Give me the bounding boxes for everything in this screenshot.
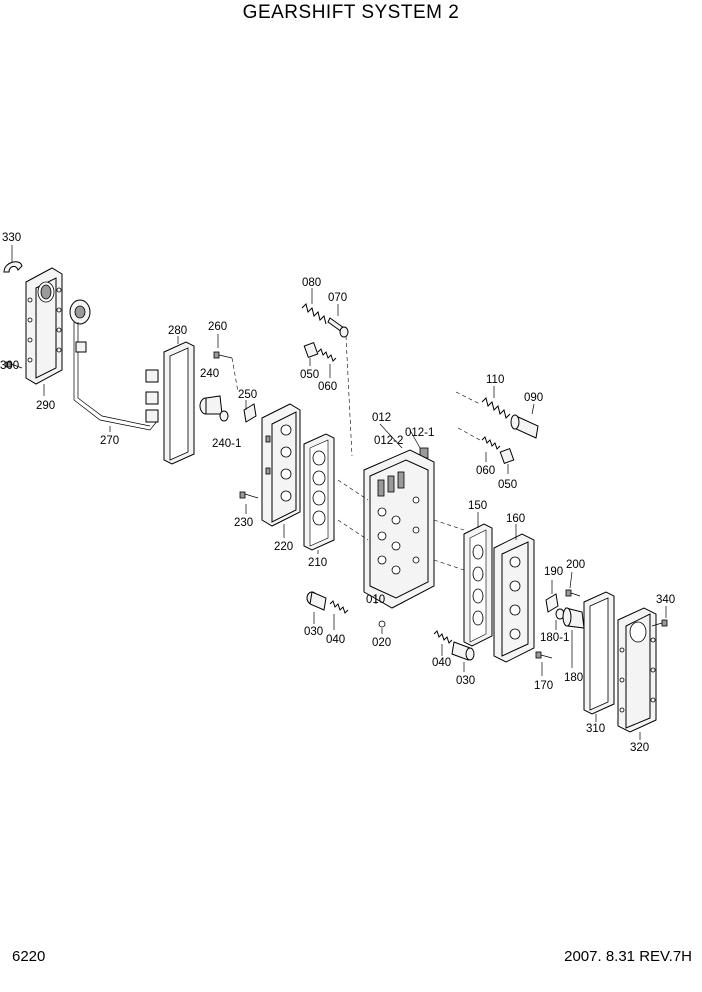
- label-012-2: 012-2: [374, 435, 403, 447]
- label-090: 090: [524, 392, 543, 404]
- part-040-spring-b: [433, 630, 453, 644]
- part-020-ball: [378, 620, 386, 628]
- label-240: 240: [200, 368, 219, 380]
- label-240-1: 240-1: [212, 438, 241, 450]
- part-220-valve-body: [261, 403, 301, 527]
- label-080: 080: [302, 277, 321, 289]
- part-060-spring-a: [317, 348, 337, 362]
- label-170: 170: [534, 680, 553, 692]
- label-220: 220: [274, 541, 293, 553]
- label-020: 020: [372, 637, 391, 649]
- label-230: 230: [234, 517, 253, 529]
- label-210: 210: [308, 557, 327, 569]
- part-180-plug: [555, 607, 585, 629]
- part-080-spring: [301, 303, 327, 325]
- label-180: 180: [564, 672, 583, 684]
- label-320: 320: [630, 742, 649, 754]
- part-050-cap-a: [303, 342, 319, 358]
- label-060-a: 060: [318, 381, 337, 393]
- label-270: 270: [100, 435, 119, 447]
- part-090-plug: [510, 414, 539, 439]
- label-010: 010: [366, 594, 385, 606]
- part-170-bolt: [535, 651, 553, 659]
- label-012-1: 012-1: [405, 427, 434, 439]
- part-040-spring-a: [329, 600, 349, 614]
- label-070: 070: [328, 292, 347, 304]
- part-250-clip: [243, 403, 257, 423]
- label-030-b: 030: [456, 675, 475, 687]
- label-050-a: 050: [300, 369, 319, 381]
- label-250: 250: [238, 389, 257, 401]
- label-150: 150: [468, 500, 487, 512]
- label-300: 300: [0, 360, 19, 372]
- page-number: 6220: [12, 948, 46, 965]
- label-012: 012: [372, 412, 391, 424]
- part-320-cover: [617, 607, 657, 733]
- label-200: 200: [566, 559, 585, 571]
- part-060-spring-b: [481, 436, 501, 450]
- part-030-plug-b: [451, 641, 475, 661]
- part-240-plug: [199, 395, 229, 422]
- part-070-pin: [327, 317, 349, 338]
- label-030-a: 030: [304, 626, 323, 638]
- label-310: 310: [586, 723, 605, 735]
- revision-date: 2007. 8.31 REV.7H: [564, 948, 692, 965]
- part-310-gasket: [583, 591, 615, 715]
- label-260: 260: [208, 321, 227, 333]
- part-260-bolt: [213, 351, 233, 359]
- part-270-harness: [69, 299, 159, 431]
- page-title: GEARSHIFT SYSTEM 2: [242, 2, 460, 23]
- label-180-1: 180-1: [540, 632, 569, 644]
- part-230-bolt: [239, 491, 259, 499]
- label-050-b: 050: [498, 479, 517, 491]
- part-200-bolt: [565, 589, 581, 597]
- part-300-bolt: [5, 361, 23, 369]
- part-210-gasket: [303, 433, 335, 551]
- label-290: 290: [36, 400, 55, 412]
- label-190: 190: [544, 566, 563, 578]
- label-160: 160: [506, 513, 525, 525]
- label-040-b: 040: [432, 657, 451, 669]
- label-060-b: 060: [476, 465, 495, 477]
- part-030-plug-a: [306, 591, 327, 611]
- label-280: 280: [168, 325, 187, 337]
- part-150-gasket: [463, 523, 493, 647]
- part-190-clip: [545, 593, 559, 613]
- label-110: 110: [486, 374, 504, 386]
- part-290-cover: [25, 267, 63, 385]
- label-040-a: 040: [326, 634, 345, 646]
- part-050-cap-b: [499, 448, 515, 464]
- label-340: 340: [656, 594, 675, 606]
- part-280-gasket: [163, 341, 195, 465]
- part-340-bolt: [651, 619, 668, 627]
- label-330: 330: [2, 232, 21, 244]
- part-110-spring: [481, 397, 511, 419]
- part-160-valve-body: [493, 533, 535, 663]
- part-330-clip: [3, 261, 23, 273]
- part-010-main-valve-body: [363, 449, 435, 609]
